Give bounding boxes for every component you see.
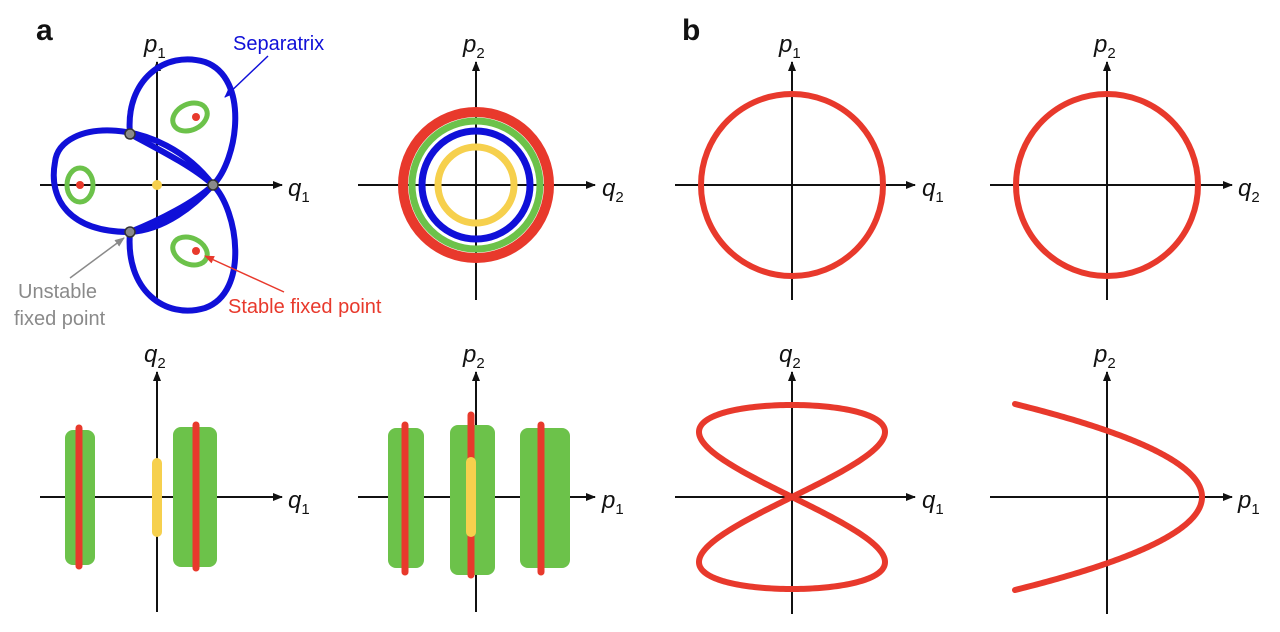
stable-point-bottom — [192, 247, 200, 255]
plot-b-q2p2: q2 p2 — [990, 31, 1260, 300]
unstable-label-line1: Unstable — [18, 281, 97, 303]
orbit-bottom — [170, 234, 210, 268]
orbit-red — [398, 107, 554, 263]
x-axis-label: p1 — [1237, 487, 1260, 518]
stable-point-left — [76, 181, 84, 189]
x-axis-label: q1 — [288, 175, 310, 206]
stable-label: Stable fixed point — [228, 296, 382, 318]
y-axis-label: q2 — [779, 341, 801, 372]
orbit-circle — [1013, 91, 1201, 279]
separatrix-arrow — [224, 55, 269, 98]
orbit-top — [170, 100, 210, 134]
unstable-arrow — [69, 237, 125, 279]
y-axis-label: p2 — [462, 31, 485, 62]
x-axis-label: q1 — [922, 487, 944, 518]
orbit-blue — [418, 127, 534, 243]
stable-arrow — [204, 255, 285, 293]
plot-a-q2p2: q2 p2 — [358, 31, 624, 300]
y-axis-label: p1 — [143, 31, 166, 62]
orbit-yellow — [434, 143, 518, 227]
plot-b-q1p1: q1 p1 — [675, 31, 944, 300]
x-axis-label: p1 — [601, 487, 624, 518]
panel-label-a: a — [36, 14, 53, 47]
orbit-left — [64, 165, 96, 205]
x-axis-label: q2 — [602, 175, 624, 206]
separatrix-label: Separatrix — [233, 33, 324, 55]
x-axis-label: q1 — [288, 487, 310, 518]
unstable-point-bottom — [124, 226, 136, 238]
parabola-curve — [1012, 401, 1206, 593]
center-point — [152, 180, 162, 190]
y-axis-label: p2 — [1093, 31, 1116, 62]
y-axis-label: p1 — [778, 31, 801, 62]
plot-b-p1p2: p1 p2 — [990, 341, 1260, 614]
x-axis-label: q1 — [922, 175, 944, 206]
plot-b-q1q2: q1 q2 — [675, 341, 944, 614]
plot-a-q1q2: q1 q2 — [40, 341, 310, 612]
stable-point-top — [192, 113, 200, 121]
panel-label-b: b — [682, 14, 700, 47]
y-axis-label: p2 — [462, 341, 485, 372]
plot-a-p1p2: p1 p2 — [358, 341, 624, 612]
figure-eight-curve — [695, 401, 889, 593]
unstable-point-top — [124, 128, 136, 140]
orbit-circle — [698, 91, 886, 279]
unstable-label-line2: fixed point — [14, 308, 106, 330]
x-axis-label: q2 — [1238, 175, 1260, 206]
plot-a-q1p1: q1 p1 Separatrix Unstable fixed point St… — [14, 31, 382, 330]
unstable-point-right — [207, 179, 219, 191]
y-axis-label: q2 — [144, 341, 166, 372]
scatter-band — [520, 428, 570, 568]
orbit-green — [408, 117, 544, 253]
y-axis-label: p2 — [1093, 341, 1116, 372]
